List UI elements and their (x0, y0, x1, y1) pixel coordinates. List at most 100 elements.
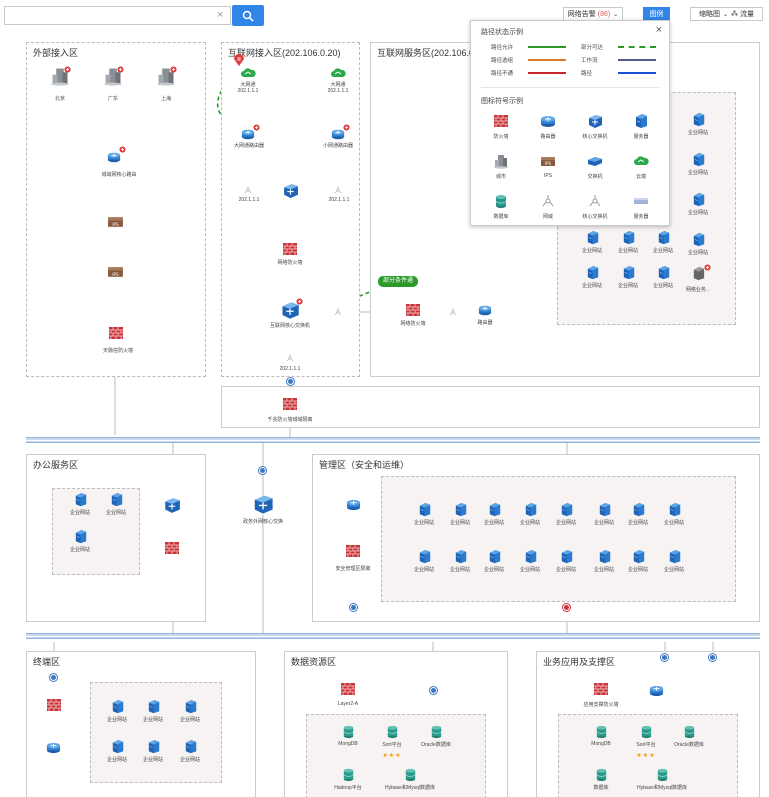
server-icon[interactable] (523, 502, 538, 517)
port-dot[interactable] (259, 467, 266, 474)
ips-icon[interactable] (107, 213, 124, 230)
port-dot[interactable] (430, 687, 437, 694)
router-icon[interactable] (540, 113, 556, 129)
view-switcher[interactable]: 缩略图⌄⁂ 流量 (690, 7, 763, 21)
server-icon[interactable] (691, 192, 706, 207)
core-switch-small-icon[interactable] (587, 193, 603, 209)
server-icon[interactable] (691, 112, 706, 127)
database-icon[interactable] (639, 724, 654, 739)
server-icon[interactable] (691, 152, 706, 167)
legend-button[interactable]: 图例 (643, 7, 670, 21)
firewall-icon[interactable] (108, 325, 124, 341)
switch-icon[interactable] (587, 153, 603, 169)
server-icon[interactable] (110, 699, 125, 714)
domain-icon[interactable] (448, 307, 458, 317)
close-icon[interactable]: × (655, 24, 662, 36)
server-icon[interactable] (183, 699, 198, 714)
database-icon[interactable] (594, 724, 609, 739)
alert-icon[interactable] (704, 264, 711, 271)
thumbnail-label[interactable]: 缩略图 (699, 11, 720, 18)
core-switch-icon[interactable] (587, 113, 603, 129)
router-icon[interactable] (649, 683, 664, 698)
server-icon[interactable] (667, 549, 682, 564)
firewall-icon[interactable] (593, 681, 609, 697)
status-badge[interactable]: 部分条件通 (378, 276, 419, 287)
cloud-icon[interactable] (633, 153, 649, 169)
zone-external-access[interactable]: 外部接入区 (26, 42, 206, 377)
server-group-office[interactable] (52, 488, 140, 575)
server-icon[interactable] (109, 492, 124, 507)
router-icon[interactable] (478, 303, 492, 317)
switch-icon[interactable] (282, 182, 299, 199)
database-icon[interactable] (682, 724, 697, 739)
server-icon[interactable] (110, 739, 125, 754)
firewall-icon[interactable] (46, 697, 62, 713)
port-dot[interactable] (563, 604, 570, 611)
port-dot[interactable] (287, 378, 294, 385)
server-icon[interactable] (417, 549, 432, 564)
port-dot[interactable] (709, 654, 716, 661)
router-icon[interactable] (346, 497, 361, 512)
firewall-icon[interactable] (282, 241, 298, 257)
server-icon[interactable] (633, 113, 649, 129)
server-icon[interactable] (691, 232, 706, 247)
server-icon[interactable] (656, 265, 671, 280)
server-icon[interactable] (487, 549, 502, 564)
server-icon[interactable] (621, 230, 636, 245)
server-icon[interactable] (597, 502, 612, 517)
ips-icon[interactable] (540, 153, 556, 169)
server-icon[interactable] (453, 549, 468, 564)
search-button[interactable] (232, 5, 264, 26)
cloud-icon[interactable] (330, 65, 346, 81)
server-icon[interactable] (559, 502, 574, 517)
search-input[interactable] (8, 9, 208, 22)
server-icon[interactable] (656, 230, 671, 245)
port-dot[interactable] (50, 674, 57, 681)
server-group-terminal[interactable] (90, 682, 222, 783)
server-icon[interactable] (487, 502, 502, 517)
legend-panel[interactable]: 路径状态示例 × 路径允许部分可达路径选组工作流路径不通路径 图标符号示例 防火… (470, 20, 670, 226)
server-icon[interactable] (585, 230, 600, 245)
zone-gateway[interactable] (221, 386, 760, 428)
server-icon[interactable] (146, 699, 161, 714)
firewall-icon[interactable] (405, 302, 421, 318)
switch-icon[interactable] (163, 496, 181, 514)
flow-label[interactable]: 流量 (739, 11, 754, 18)
port-dot[interactable] (350, 604, 357, 611)
database-icon[interactable] (655, 767, 670, 782)
server-group-management[interactable] (381, 476, 736, 602)
server-icon[interactable] (73, 529, 88, 544)
database-icon[interactable] (341, 724, 356, 739)
database-icon[interactable] (385, 724, 400, 739)
database-icon[interactable] (493, 193, 509, 209)
firewall-icon[interactable] (340, 681, 356, 697)
database-icon[interactable] (429, 724, 444, 739)
city-icon[interactable] (493, 153, 509, 169)
firewall-icon[interactable] (282, 396, 298, 412)
server-icon[interactable] (73, 492, 88, 507)
server-icon[interactable] (453, 502, 468, 517)
router-icon[interactable] (46, 740, 61, 755)
zone-internet-access[interactable]: 互联网接入区(202.106.0.20) (221, 42, 360, 377)
server-icon[interactable] (631, 549, 646, 564)
server-icon[interactable] (559, 549, 574, 564)
server-icon[interactable] (585, 265, 600, 280)
close-icon[interactable]: × (217, 9, 224, 21)
cloud-icon[interactable] (240, 65, 256, 81)
firewall-icon[interactable] (345, 543, 361, 559)
server-icon[interactable] (417, 502, 432, 517)
domain-icon[interactable] (333, 185, 343, 195)
core-switch-icon[interactable] (252, 493, 274, 515)
domain-icon[interactable] (540, 193, 556, 209)
domain-icon[interactable] (333, 307, 343, 317)
server-icon[interactable] (631, 502, 646, 517)
server-icon[interactable] (183, 739, 198, 754)
database-icon[interactable] (594, 767, 609, 782)
ips-icon[interactable] (107, 263, 124, 280)
server-icon[interactable] (523, 549, 538, 564)
domain-icon[interactable] (243, 185, 253, 195)
server-icon[interactable] (667, 502, 682, 517)
server-icon[interactable] (597, 549, 612, 564)
firewall-icon[interactable] (493, 113, 509, 129)
domain-icon[interactable] (285, 353, 295, 363)
